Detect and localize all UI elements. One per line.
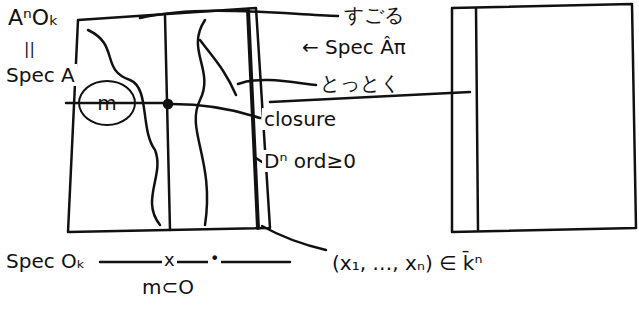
disc-edge xyxy=(248,10,258,228)
math-label: closure xyxy=(262,108,338,130)
math-label: (x₁, …, xₙ) ∈ k̄ⁿ xyxy=(330,252,484,274)
math-label: Dⁿ ord≥0 xyxy=(262,150,358,172)
curve xyxy=(196,20,207,225)
math-label: m⊂O xyxy=(140,276,196,298)
neighborhood-circle: m xyxy=(78,80,136,126)
math-label: AⁿOₖ xyxy=(6,6,61,30)
base-line xyxy=(100,261,290,264)
leader-line xyxy=(262,226,326,250)
leader-line xyxy=(172,104,260,118)
ideal-label: m xyxy=(97,93,116,113)
math-label: とっとく xyxy=(318,72,402,94)
math-label: • xyxy=(208,250,221,268)
math-label: || xyxy=(22,40,37,58)
math-label: ← Spec Âπ xyxy=(300,36,408,58)
spec-a-slab xyxy=(68,8,270,232)
math-label: すごる xyxy=(342,4,406,26)
spec-a-pi-slab xyxy=(452,4,636,232)
fiber-line xyxy=(165,16,170,230)
math-label: Spec A xyxy=(4,64,77,86)
leader-line xyxy=(238,80,316,85)
fiber-line xyxy=(476,8,478,230)
math-label: x xyxy=(162,250,177,270)
curve xyxy=(88,30,160,225)
leader-line xyxy=(140,11,338,18)
math-label: Spec Oₖ xyxy=(4,250,87,272)
curve xyxy=(200,40,236,95)
